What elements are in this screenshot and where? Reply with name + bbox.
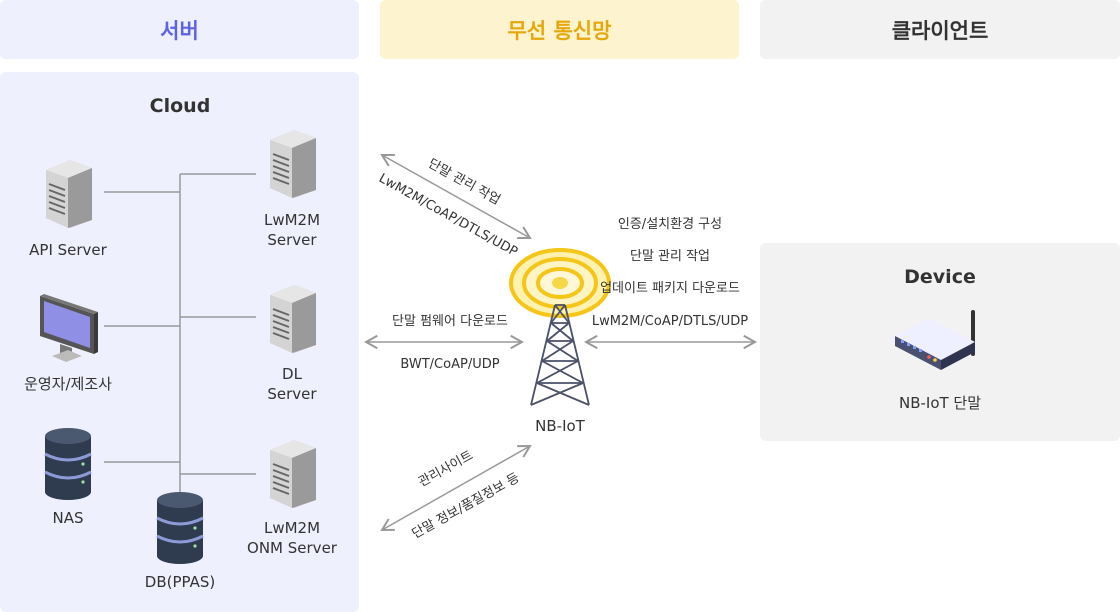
header-network: 무선 통신망 xyxy=(380,0,739,59)
right-arrow-label-1: 인증/설치환경 구성 xyxy=(617,217,723,232)
server-icon xyxy=(46,160,92,228)
cloud-title: Cloud xyxy=(149,95,211,117)
router-icon xyxy=(895,310,975,370)
dl-server-label-1: DL xyxy=(282,365,302,383)
onm-server-label-2: ONM Server xyxy=(247,539,337,557)
onm-server-label-1: LwM2M xyxy=(263,519,321,537)
cell-tower-icon xyxy=(509,248,611,406)
right-arrow-label-2: 단말 관리 작업 xyxy=(629,249,711,264)
db-database-icon xyxy=(156,492,204,564)
tower-label: NB-IoT xyxy=(535,417,585,435)
monitor-icon xyxy=(40,294,98,362)
header-server: 서버 xyxy=(0,0,359,59)
device-label: NB-IoT 단말 xyxy=(898,394,982,412)
bottom-arrow xyxy=(380,444,532,532)
nas-database-icon xyxy=(44,428,92,500)
mid-arrow-label-2: BWT/CoAP/UDP xyxy=(400,357,500,372)
dl-server-label-2: Server xyxy=(267,385,317,403)
top-arrow xyxy=(380,153,532,240)
lwm2m-server-label-2: Server xyxy=(267,231,317,249)
device-title: Device xyxy=(904,266,976,288)
api-server-label: API Server xyxy=(29,241,107,259)
server-icon xyxy=(270,440,316,508)
header-client: 클라이언트 xyxy=(760,0,1120,59)
mid-arrow-label-1: 단말 펌웨어 다운로드 xyxy=(392,314,508,329)
db-label: DB(PPAS) xyxy=(144,573,216,591)
right-arrow-label-4: LwM2M/CoAP/DTLS/UDP xyxy=(591,314,749,329)
server-icon xyxy=(270,130,316,198)
right-arrow-label-3: 업데이트 패키지 다운로드 xyxy=(600,281,740,296)
server-icon xyxy=(270,285,316,353)
lwm2m-server-label-1: LwM2M xyxy=(263,211,321,229)
operator-label: 운영자/제조사 xyxy=(24,375,112,393)
nas-label: NAS xyxy=(52,509,84,527)
